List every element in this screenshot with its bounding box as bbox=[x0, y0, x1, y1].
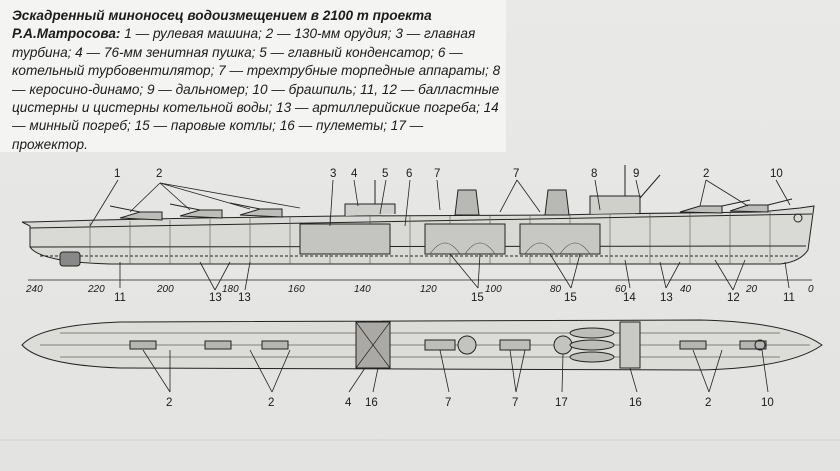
side-view bbox=[21, 165, 815, 267]
label-side-10: 10 bbox=[770, 168, 783, 180]
scale-160: 160 bbox=[288, 284, 305, 295]
label-side-3: 3 bbox=[330, 168, 336, 180]
plan-leaders bbox=[142, 349, 769, 393]
rangefinder-mount bbox=[639, 174, 661, 199]
torpedo-tubes-aft bbox=[424, 339, 456, 351]
label-side-13c: 13 bbox=[660, 292, 673, 304]
label-side-5: 5 bbox=[382, 168, 388, 180]
label-side-1: 1 bbox=[114, 168, 120, 180]
label-plan-10: 10 bbox=[761, 397, 774, 409]
label-plan-2c: 2 bbox=[705, 397, 711, 409]
label-side-9: 9 bbox=[633, 168, 639, 180]
scale-40: 40 bbox=[680, 284, 692, 295]
windlass-plan bbox=[754, 339, 766, 351]
aft-superstructure bbox=[344, 203, 396, 216]
label-plan-16a: 16 bbox=[365, 397, 378, 409]
aft-guns bbox=[109, 202, 283, 221]
boiler-room-aft bbox=[424, 223, 506, 255]
label-plan-17: 17 bbox=[555, 397, 568, 409]
caption-box: Эскадренный миноносец водоизмещением в 2… bbox=[0, 0, 506, 152]
side-leaders bbox=[89, 179, 791, 291]
caption-title: Эскадренный миноносец водоизмещением в 2… bbox=[12, 8, 432, 42]
plan-view bbox=[21, 319, 823, 371]
label-side-4: 4 bbox=[351, 168, 358, 180]
hull-outline bbox=[21, 205, 815, 265]
funnel-fwd-plan bbox=[553, 335, 573, 355]
turbine-room bbox=[299, 223, 391, 255]
scale-120: 120 bbox=[420, 284, 437, 295]
label-plan-2a: 2 bbox=[166, 397, 172, 409]
scale-240: 240 bbox=[25, 284, 43, 295]
caption-legend: 1 — рулевая машина; 2 — 130-мм орудия; 3… bbox=[12, 26, 501, 152]
label-plan-7a: 7 bbox=[445, 397, 451, 409]
scale-20: 20 bbox=[745, 284, 758, 295]
scale-220: 220 bbox=[87, 284, 105, 295]
forward-guns bbox=[679, 198, 793, 214]
label-side-7a: 7 bbox=[434, 168, 440, 180]
label-side-11a: 11 bbox=[114, 292, 126, 304]
label-plan-7b: 7 bbox=[512, 397, 518, 409]
figure-caption: Эскадренный миноносец водоизмещением в 2… bbox=[12, 7, 502, 154]
rudder bbox=[59, 251, 81, 267]
label-plan-16b: 16 bbox=[629, 397, 642, 409]
label-side-8: 8 bbox=[591, 168, 597, 180]
bridge bbox=[589, 195, 641, 214]
funnel-aft-plan bbox=[457, 335, 477, 355]
torpedo-tubes-mid bbox=[499, 339, 531, 351]
scale-140: 140 bbox=[354, 284, 371, 295]
scale-0: 0 bbox=[808, 284, 814, 295]
label-side-2b: 2 bbox=[703, 168, 709, 180]
label-side-12: 12 bbox=[727, 292, 740, 304]
funnel-fwd bbox=[544, 189, 570, 216]
scale-180: 180 bbox=[222, 284, 239, 295]
label-plan-4: 4 bbox=[345, 397, 352, 409]
forward-platform bbox=[619, 321, 641, 369]
label-plan-2b: 2 bbox=[268, 397, 274, 409]
plan-guns bbox=[129, 340, 767, 350]
boats bbox=[569, 327, 615, 363]
scale-60: 60 bbox=[615, 284, 627, 295]
boiler-room-fwd bbox=[519, 223, 601, 255]
label-side-15a: 15 bbox=[471, 292, 484, 304]
label-side-11b: 11 bbox=[783, 292, 795, 304]
windlass bbox=[793, 213, 803, 223]
funnel-aft bbox=[454, 189, 480, 216]
label-side-14: 14 bbox=[623, 292, 636, 304]
label-side-15b: 15 bbox=[564, 292, 577, 304]
label-side-7b: 7 bbox=[513, 168, 519, 180]
main-deck-line bbox=[29, 213, 813, 229]
label-side-2: 2 bbox=[156, 168, 162, 180]
lower-deck-line bbox=[29, 245, 807, 248]
scale-100: 100 bbox=[485, 284, 502, 295]
label-side-13b: 13 bbox=[238, 292, 251, 304]
label-side-13a: 13 bbox=[209, 292, 222, 304]
scale-200: 200 bbox=[156, 284, 174, 295]
label-side-6: 6 bbox=[406, 168, 412, 180]
scale-80: 80 bbox=[550, 284, 562, 295]
